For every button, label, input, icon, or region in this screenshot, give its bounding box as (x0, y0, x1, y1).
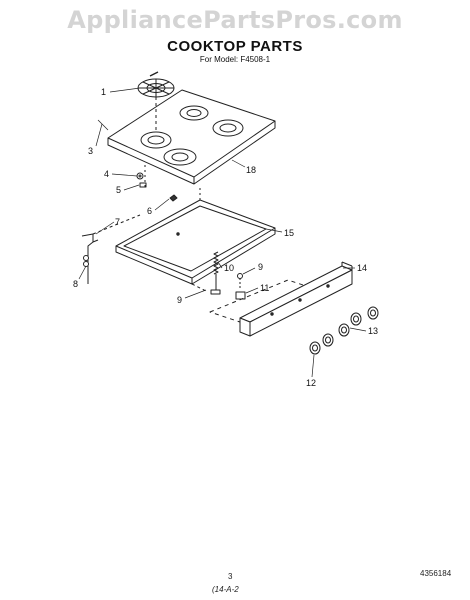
callout-18: 18 (246, 165, 256, 175)
callout-labels: 1 3 4 5 6 7 8 18 15 10 9 11 9 14 13 12 (73, 87, 378, 388)
control-panel-bar (239, 261, 353, 337)
burner-rings (140, 105, 244, 166)
callout-3: 3 (88, 146, 93, 156)
callout-5: 5 (116, 185, 121, 195)
document-number: 4356184 (420, 569, 452, 578)
cooktop-hardware (136, 165, 178, 202)
cooktop-top (107, 89, 276, 185)
callout-15: 15 (284, 228, 294, 238)
model-subtitle: For Model: F4508-1 (199, 55, 271, 64)
callout-4: 4 (104, 169, 109, 179)
callout-8: 8 (73, 279, 78, 289)
page-title: COOKTOP PARTS (167, 38, 303, 55)
callout-14: 14 (357, 263, 367, 273)
callout-6: 6 (147, 206, 152, 216)
page-number: 3 (228, 572, 233, 581)
revision-mark: (14-A-2 (212, 585, 239, 594)
callout-1: 1 (101, 87, 106, 97)
control-knobs (309, 306, 379, 355)
callout-10: 10 (224, 263, 234, 273)
callout-11: 11 (260, 283, 269, 293)
spring-and-screws (191, 251, 246, 300)
callout-9-lower: 9 (177, 295, 182, 305)
leader-lines (78, 87, 367, 378)
callout-13: 13 (368, 326, 378, 336)
watermark: AppliancePartsPros.com (67, 6, 403, 34)
callout-7: 7 (115, 217, 120, 227)
callout-12: 12 (306, 378, 316, 388)
lower-tray (115, 186, 276, 285)
callout-9-upper: 9 (258, 262, 263, 272)
